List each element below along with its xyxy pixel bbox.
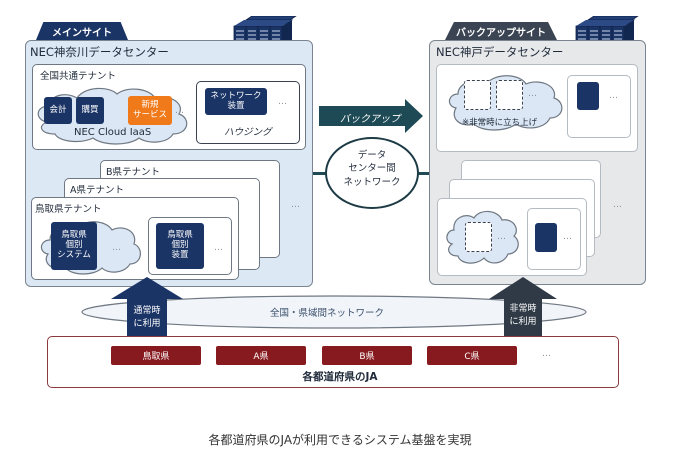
ja-label: 各都道府県のJA [302,371,378,383]
emergency-use-arrow [489,277,557,341]
standby-system-placeholder [464,80,491,110]
standby-system-placeholder [465,222,492,252]
cloud-iaas-label: NEC Cloud IaaS [74,127,152,138]
cloud-ellipsis: … [175,106,184,116]
backup-tenant-device-ellipsis: … [563,232,572,242]
housing-label: ハウジング [224,127,272,138]
tottori-device: 鳥取県 個別 装置 [156,223,204,269]
ja-prefecture-a: A県 [216,346,306,365]
ja-ellipsis: … [542,349,551,359]
ja-prefecture-tottori: 鳥取県 [111,346,201,365]
a-pref-tenant-label: A県テナント [70,185,124,196]
national-network-ellipse [81,295,587,329]
b-pref-tenant-label: B県テナント [106,167,161,178]
tottori-cloud-ellipsis: … [112,243,121,253]
accounting-service: 会計 [44,97,72,124]
housing-ellipsis: … [278,97,287,107]
purchasing-service: 購買 [76,97,104,124]
backup-site-tab: バックアップサイト [445,22,557,40]
tenants-outer-ellipsis: … [291,200,300,210]
normal-use-label: 通常時 に利用 [133,306,161,329]
new-service: 新規 サービス [128,96,172,125]
backup-housing-ellipsis: … [609,91,618,101]
common-tenant-label: 全国共通テナント [40,71,117,82]
backup-device-icon [577,82,599,110]
backup-arrow-label: バックアップ [340,114,400,125]
ja-prefecture-c: C県 [427,346,517,365]
backup-tenants-outer-ellipsis: … [613,200,622,210]
backup-site-title: NEC神戸データセンター [436,45,564,59]
inter-dc-network-circle [325,137,419,209]
tottori-system: 鳥取県 個別 システム [51,222,97,270]
standby-system-placeholder [496,80,523,110]
network-device: ネットワーク 装置 [205,88,267,115]
ja-prefecture-b: B県 [322,346,412,365]
figure-caption: 各都道府県のJAが利用できるシステム基盤を実現 [208,433,472,447]
backup-arrow [319,99,423,133]
backup-cloud-note: ※非常時に立ち上げ [462,118,538,128]
main-site-tab: メインサイト [36,22,128,40]
main-site-title: NEC神奈川データセンター [30,45,169,59]
backup-tenant-device-icon [535,223,557,252]
tottori-device-ellipsis: … [214,243,223,253]
emergency-use-label: 非常時 に利用 [509,304,537,327]
backup-tenant-cloud-ellipsis: … [497,232,506,242]
normal-use-arrow [111,277,183,341]
national-network-label: 全国・県域間ネットワーク [270,308,385,319]
inter-dc-network-label: データ センター間 ネットワーク [343,150,401,188]
backup-cloud-ellipsis: … [528,89,537,99]
tottori-tenant-label: 鳥取県テナント [35,204,102,215]
